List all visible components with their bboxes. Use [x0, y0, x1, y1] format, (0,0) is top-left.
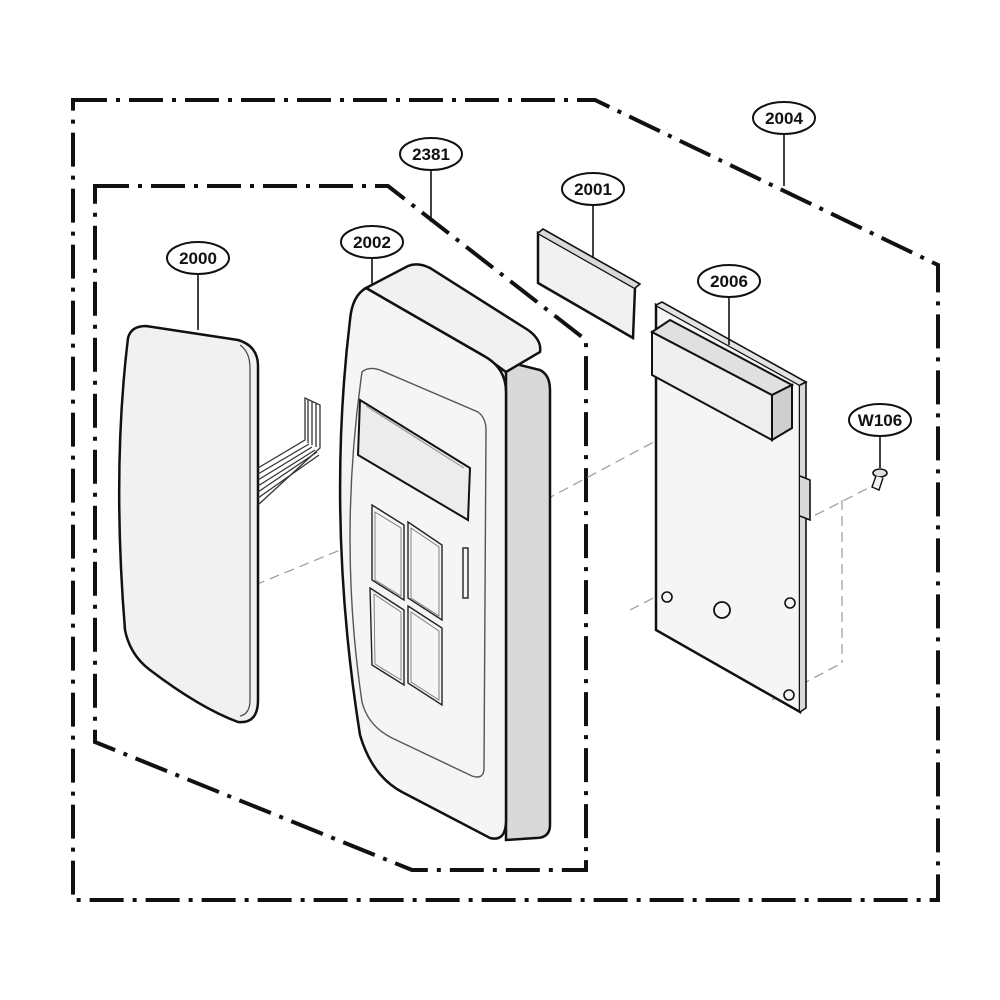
callout-2000-text: 2000	[179, 249, 217, 268]
alignment-lines	[254, 419, 881, 701]
part-W106-screw	[871, 468, 888, 491]
callout-2006: 2006	[697, 264, 761, 298]
part-2006-pcb	[650, 301, 811, 715]
assembly-2381-boundary	[93, 184, 588, 872]
assembly-2004-boundary	[71, 98, 940, 902]
part-2002-control-panel	[338, 263, 552, 842]
callout-2000: 2000	[166, 241, 230, 275]
part-2001-plate	[536, 228, 642, 341]
callout-2004: 2004	[752, 101, 816, 135]
callout-2006-text: 2006	[710, 272, 748, 291]
callout-2381: 2381	[399, 137, 463, 171]
callout-W106-text: W106	[858, 411, 902, 430]
callout-2004-text: 2004	[765, 109, 803, 128]
callout-2381-text: 2381	[412, 145, 450, 164]
ribbon-cable	[257, 396, 321, 506]
part-2000-window	[117, 324, 260, 724]
callout-leaders	[197, 134, 881, 468]
callout-2001: 2001	[561, 172, 625, 206]
callout-2001-text: 2001	[574, 180, 612, 199]
callout-2002-text: 2002	[353, 233, 391, 252]
callout-2002: 2002	[340, 225, 404, 259]
callout-W106: W106	[848, 403, 912, 437]
